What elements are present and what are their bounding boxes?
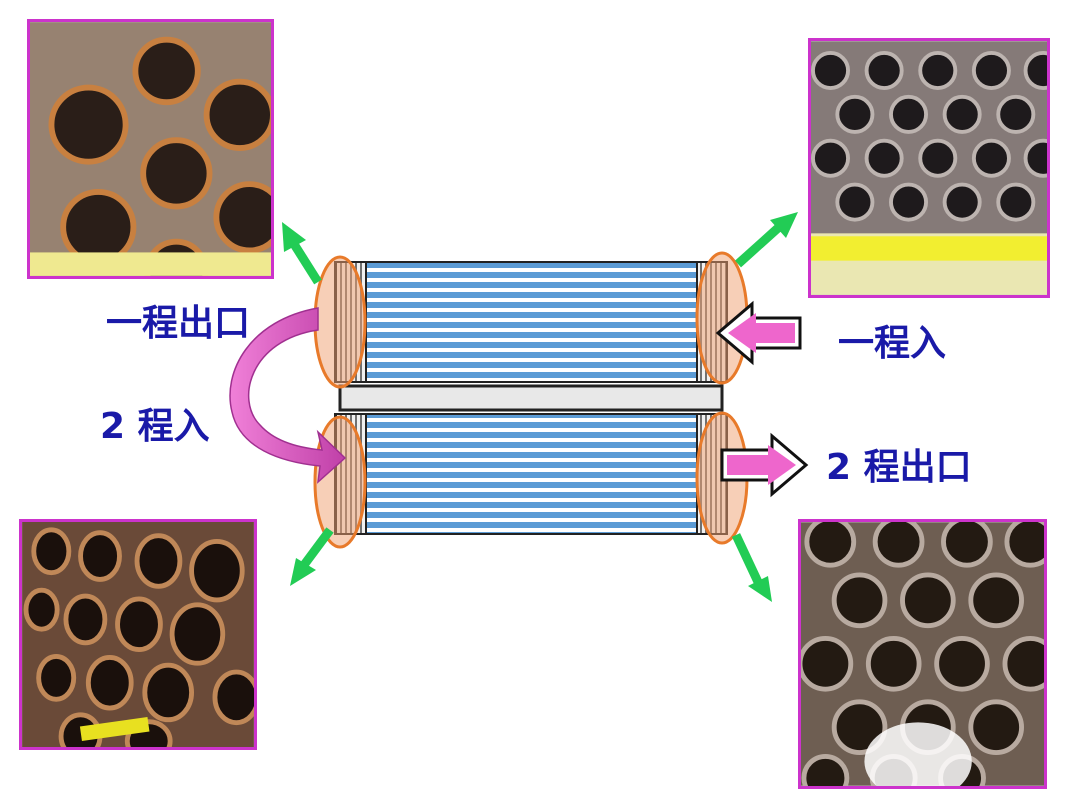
u-turn-flow-arrow xyxy=(229,307,347,484)
tube-sheet-image xyxy=(22,522,254,747)
label-pass2-inlet: 2 程入 xyxy=(100,406,210,447)
photo-top-right xyxy=(808,38,1050,298)
tube-sheet-image xyxy=(801,522,1044,786)
photo-top-left xyxy=(27,19,274,279)
label-pass1-outlet: 一程出口 xyxy=(106,303,251,344)
pass1-inlet-arrow xyxy=(715,300,802,366)
tube-sheet-image xyxy=(811,41,1047,295)
photo-bottom-right xyxy=(798,519,1047,789)
green-arrow-icon xyxy=(734,212,798,268)
tube-sheet-image xyxy=(30,22,271,276)
pass2-outlet-arrow xyxy=(720,432,809,498)
photo-bottom-left xyxy=(19,519,257,750)
green-arrow-icon xyxy=(290,527,334,586)
green-arrow-icon xyxy=(282,222,322,285)
label-pass2-outlet: 2 程出口 xyxy=(826,447,972,488)
pass-partition xyxy=(338,384,724,412)
highlight-ellipse xyxy=(313,255,367,389)
upper-tube-bundle xyxy=(334,261,728,383)
lower-tube-bundle xyxy=(334,413,728,535)
green-arrow-icon xyxy=(731,533,772,602)
label-pass1-inlet: 一程入 xyxy=(838,323,947,364)
